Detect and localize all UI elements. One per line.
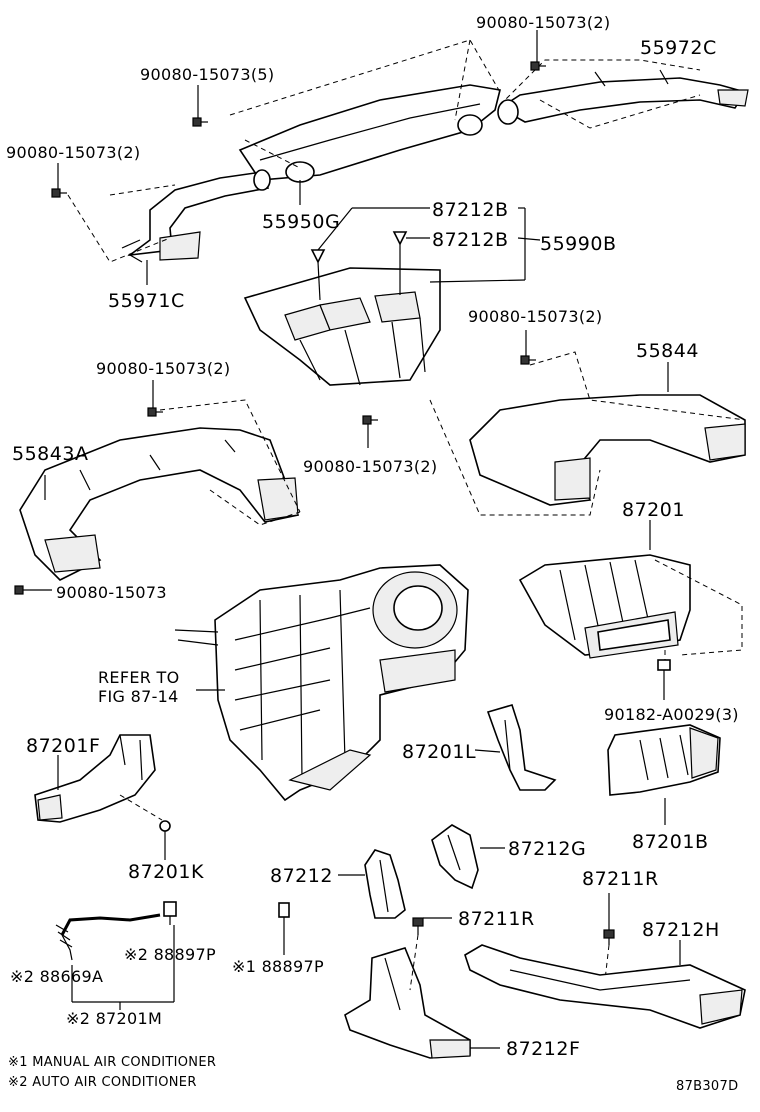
label-87211R-middle: 87211R: [458, 908, 535, 930]
nut-icon: [657, 659, 671, 671]
part-55990B-register: [243, 267, 441, 386]
part-87201-housing: [518, 554, 691, 659]
label-90182-A0029: 90182-A0029(3): [604, 705, 739, 724]
label-87212G: 87212G: [508, 838, 586, 860]
label-87211R-right: 87211R: [582, 868, 659, 890]
label-90080-15073-single: 90080-15073: [56, 583, 167, 602]
label-55971C: 55971C: [108, 290, 185, 312]
label-87201M: ※2 87201M: [66, 1009, 162, 1028]
part-55971C-duct: [121, 169, 271, 263]
label-88897P-manual: ※1 88897P: [232, 957, 324, 976]
label-87212B-1: 87212B: [432, 199, 508, 221]
part-87212F-duct: [344, 947, 471, 1059]
bolt-icon: [362, 415, 378, 425]
label-87212: 87212: [270, 865, 333, 887]
bolt-icon: [14, 585, 30, 595]
label-90080-15073-5: 90080-15073(5): [140, 65, 274, 84]
label-55843A: 55843A: [12, 443, 88, 465]
bolt-icon: [51, 188, 67, 198]
label-87201: 87201: [622, 499, 685, 521]
dashed-outline-55843A: [159, 399, 301, 526]
part-87212G-cover: [431, 824, 479, 890]
label-87212B-2: 87212B: [432, 229, 508, 251]
clip-icon: [412, 917, 424, 935]
clip-icon: [310, 249, 326, 264]
clip-icon: [392, 231, 408, 246]
part-87201B-register: [607, 724, 721, 796]
label-90080-15073-top-right: 90080-15073(2): [476, 13, 610, 32]
label-refer-to: REFER TO: [98, 668, 180, 687]
sensor-88897P-manual-icon: [278, 902, 290, 928]
dashed-leader-87201K: [119, 794, 163, 821]
part-55843A-duct: [19, 427, 300, 581]
label-87212H: 87212H: [642, 919, 720, 941]
part-55844-duct: [469, 394, 746, 506]
dashed-outline-55950G: [229, 39, 501, 169]
label-88669A: ※2 88669A: [10, 967, 103, 986]
dashed-outline-55971C: [67, 184, 176, 263]
footnote-manual-ac: ※1 MANUAL AIR CONDITIONER: [8, 1055, 216, 1070]
label-87201B: 87201B: [632, 831, 708, 853]
label-87212F: 87212F: [506, 1038, 580, 1060]
label-fig-87-14: FIG 87-14: [98, 687, 179, 706]
dashed-outline-55972C: [499, 59, 701, 129]
part-87212-duct: [364, 849, 406, 919]
label-90080-15073-left: 90080-15073(2): [6, 143, 140, 162]
part-55972C-duct: [497, 69, 749, 125]
clip-icon: [159, 820, 171, 832]
part-87201F-duct: [34, 734, 156, 823]
clip-icon: [603, 929, 615, 945]
sensor-88897P-auto-icon: [163, 901, 177, 925]
hvac-unit-assembly: [174, 564, 469, 802]
label-55972C: 55972C: [640, 37, 717, 59]
dashed-outline-55844: [429, 351, 746, 516]
bolt-icon: [530, 61, 546, 71]
label-55844: 55844: [636, 340, 699, 362]
label-90080-15073-mid-right: 90080-15073(2): [468, 307, 602, 326]
footnote-auto-ac: ※2 AUTO AIR CONDITIONER: [8, 1075, 197, 1090]
figure-code: 87B307D: [676, 1079, 738, 1094]
label-87201F: 87201F: [26, 735, 100, 757]
bolt-icon: [147, 407, 163, 417]
label-55990B: 55990B: [540, 233, 616, 255]
bolt-icon: [192, 117, 208, 127]
part-87201L-bracket: [486, 704, 557, 791]
part-87212H-duct: [464, 944, 746, 1029]
label-87201L: 87201L: [402, 741, 476, 763]
bolt-icon: [520, 355, 536, 365]
part-88669A-hose: [55, 913, 161, 961]
label-90080-15073-mid-center: 90080-15073(2): [303, 457, 437, 476]
label-90080-15073-mid-left: 90080-15073(2): [96, 359, 230, 378]
label-87201K: 87201K: [128, 861, 204, 883]
part-55950G-duct: [238, 84, 501, 183]
label-88897P-auto: ※2 88897P: [124, 945, 216, 964]
label-55950G: 55950G: [262, 211, 340, 233]
